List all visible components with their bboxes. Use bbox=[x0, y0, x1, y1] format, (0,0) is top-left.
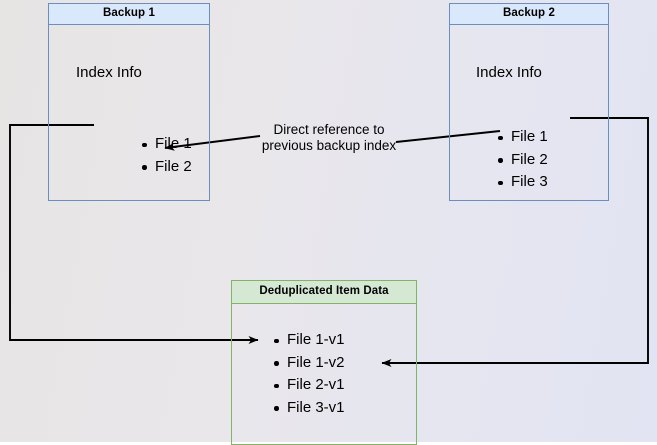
dedup-item-2[interactable]: File 2-v1 bbox=[272, 374, 345, 397]
backup2-title: Backup 2 bbox=[450, 4, 608, 25]
dedup-item-1[interactable]: File 1-v2 bbox=[272, 352, 345, 375]
dedup-body: File 1-v1 File 1-v2 File 2-v1 File 3-v1 bbox=[232, 304, 416, 444]
center-edge-label-line1: Direct reference to bbox=[273, 122, 385, 137]
backup2-body: Index Info File 1 File 2 File 3 bbox=[450, 25, 608, 198]
backup1-title: Backup 1 bbox=[49, 4, 209, 25]
backup1-file-item-1[interactable]: File 2 bbox=[140, 156, 192, 179]
backup2-file-item-2[interactable]: File 3 bbox=[496, 171, 548, 194]
center-edge-label: Direct reference to previous backup inde… bbox=[249, 122, 409, 154]
dedup-item-list: File 1-v1 File 1-v2 File 2-v1 File 3-v1 bbox=[272, 329, 345, 419]
dedup-item-0[interactable]: File 1-v1 bbox=[272, 329, 345, 352]
backup2-box[interactable]: Backup 2 Index Info File 1 File 2 File 3 bbox=[449, 3, 609, 201]
backup1-box[interactable]: Backup 1 Index Info File 1 File 2 bbox=[48, 3, 210, 201]
dedup-box[interactable]: Deduplicated Item Data File 1-v1 File 1-… bbox=[231, 280, 417, 445]
backup2-file-item-1[interactable]: File 2 bbox=[496, 149, 548, 172]
dedup-item-3[interactable]: File 3-v1 bbox=[272, 397, 345, 420]
backup2-index-info-label: Index Info bbox=[476, 64, 542, 81]
backup1-file-list: File 1 File 2 bbox=[140, 133, 192, 178]
backup2-file-item-0[interactable]: File 1 bbox=[496, 126, 548, 149]
center-edge-label-line2: previous backup index bbox=[261, 138, 397, 153]
backup1-index-info-label: Index Info bbox=[76, 64, 142, 81]
backup2-file-list: File 1 File 2 File 3 bbox=[496, 126, 548, 194]
dedup-title: Deduplicated Item Data bbox=[232, 281, 416, 304]
backup1-body: Index Info File 1 File 2 bbox=[49, 25, 209, 198]
backup1-file-item-0[interactable]: File 1 bbox=[140, 133, 192, 156]
